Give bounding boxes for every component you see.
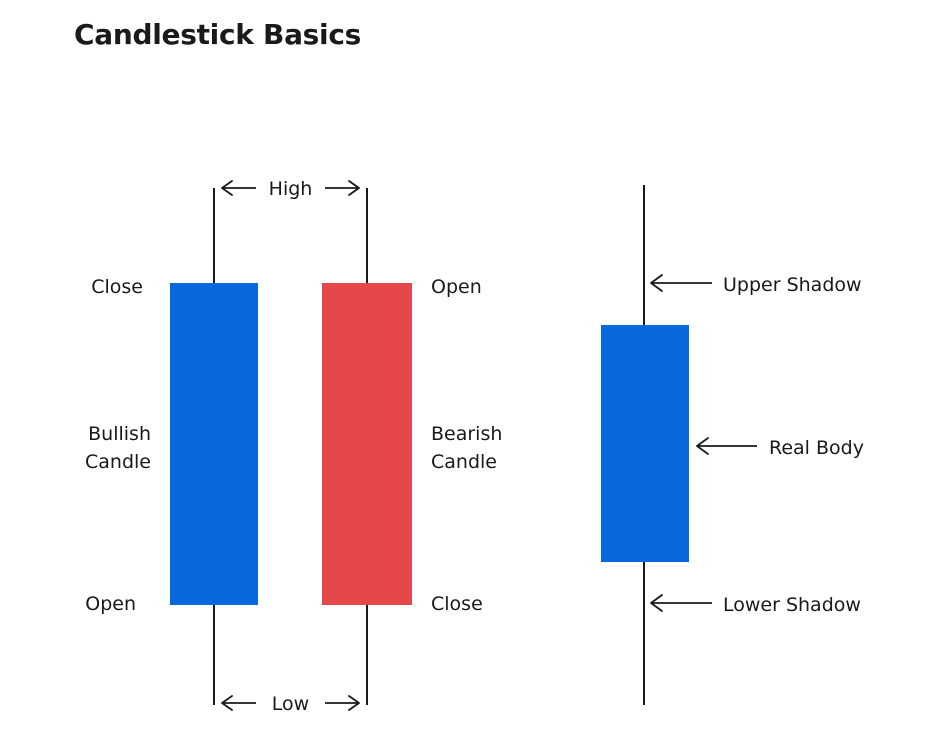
bullish-candle-name-line1: Bullish — [88, 423, 151, 445]
anatomy-candle — [601, 185, 689, 705]
bullish-candle-name-line2: Candle — [85, 451, 151, 473]
low-annotation-arrows — [221, 695, 360, 711]
high-label: High — [268, 178, 313, 200]
upper-shadow-label: Upper Shadow — [723, 274, 862, 296]
lower-shadow-arrow — [650, 594, 712, 612]
bearish-candle-name-line1: Bearish — [431, 423, 503, 445]
bearish-close-label: Close — [431, 593, 483, 615]
bullish-open-label: Open — [85, 593, 136, 615]
lower-shadow-label: Lower Shadow — [723, 594, 861, 616]
bullish-candle — [170, 188, 258, 705]
bullish-close-label: Close — [91, 276, 143, 298]
anatomy-candle-body — [601, 325, 689, 562]
bullish-candle-body — [170, 283, 258, 605]
high-annotation-arrows — [221, 180, 360, 196]
bearish-candle-name-line2: Candle — [431, 451, 497, 473]
bearish-open-label: Open — [431, 276, 482, 298]
bearish-candle — [322, 188, 412, 705]
upper-shadow-arrow — [650, 274, 712, 292]
low-label: Low — [271, 693, 310, 715]
real-body-arrow — [696, 437, 757, 455]
real-body-label: Real Body — [769, 437, 864, 459]
page-title: Candlestick Basics — [74, 18, 361, 51]
bearish-candle-body — [322, 283, 412, 605]
